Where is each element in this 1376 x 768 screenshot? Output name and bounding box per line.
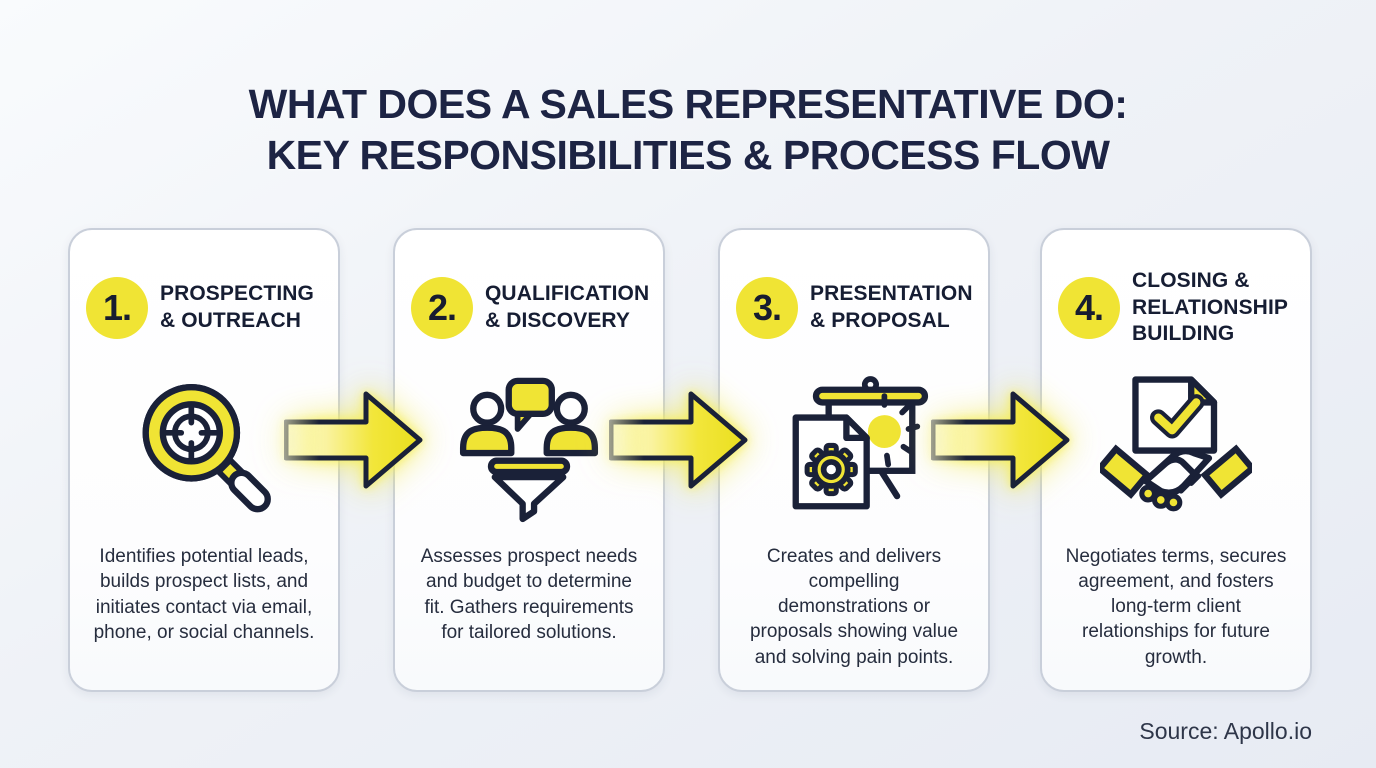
step-card-header: 3. PRESENTATION & PROPOSAL <box>736 260 973 356</box>
page-title-line1: WHAT DOES A SALES REPRESENTATIVE DO: <box>248 81 1128 128</box>
step-number: 3. <box>752 287 782 328</box>
page-title-line2: KEY RESPONSIBILITIES & PROCESS FLOW <box>266 132 1110 179</box>
step-title: QUALIFICATION & DISCOVERY <box>485 282 650 332</box>
step-number-badge: 3. <box>736 277 798 339</box>
step-number: 2. <box>427 287 457 328</box>
step-description: Identifies potential leads, builds prosp… <box>93 546 315 643</box>
source-attribution: Source: Apollo.io <box>1139 718 1312 744</box>
flow-arrow-icon <box>284 391 423 489</box>
step-description: Creates and delivers compelling demonstr… <box>749 545 959 668</box>
step-title: PRESENTATION & PROPOSAL <box>810 282 973 332</box>
flow-arrow-icon <box>609 391 748 489</box>
step-number: 4. <box>1074 287 1104 328</box>
step-number: 1. <box>102 287 132 328</box>
page-title: WHAT DOES A SALES REPRESENTATIVE DO: KEY… <box>0 79 1376 181</box>
step-card-header: 4. CLOSING & RELATIONSHIP BUILDING <box>1058 260 1294 356</box>
step-card-header: 2. QUALIFICATION & DISCOVERY <box>411 260 650 356</box>
step-card-header: 1. PROSPECTING & OUTREACH <box>86 260 322 356</box>
flow-arrow-icon <box>931 391 1070 489</box>
magnifier-target-icon <box>86 360 322 536</box>
step-number-badge: 2. <box>411 277 473 339</box>
presentation-gear-icon <box>736 360 972 536</box>
step-description: Assesses prospect needs and budget to de… <box>420 546 638 643</box>
step-description: Negotiates terms, secures agreement, and… <box>1065 545 1287 668</box>
step-title: CLOSING & RELATIONSHIP BUILDING <box>1132 268 1288 346</box>
contract-handshake-icon <box>1058 360 1294 536</box>
step-number-badge: 4. <box>1058 277 1120 339</box>
step-card-closing: 4. CLOSING & RELATIONSHIP BUILDING <box>1040 228 1312 692</box>
people-funnel-icon <box>411 360 647 536</box>
step-title: PROSPECTING & OUTREACH <box>160 282 314 332</box>
step-number-badge: 1. <box>86 277 148 339</box>
